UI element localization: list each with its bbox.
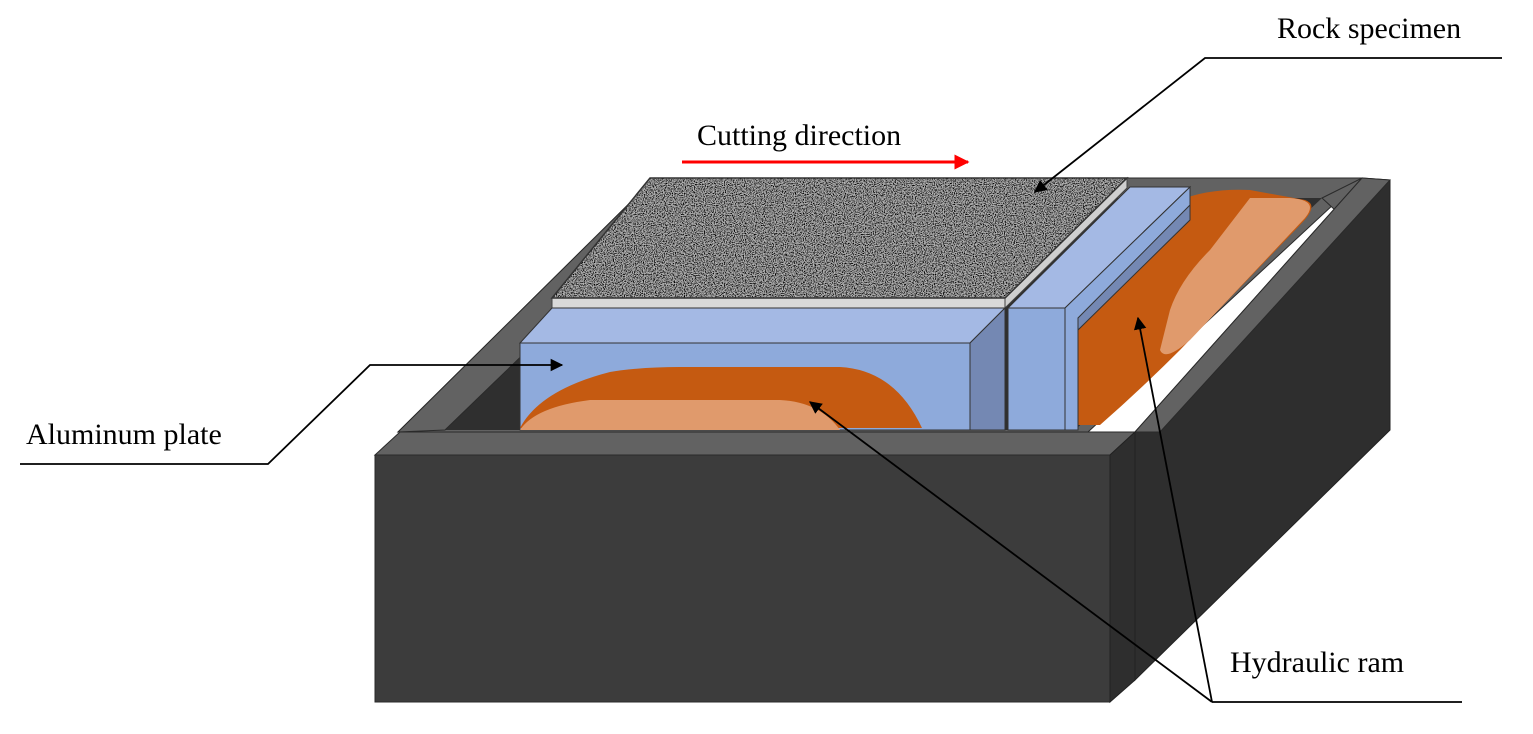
rock-specimen-label: Rock specimen — [1277, 12, 1461, 45]
right-plate-face — [1007, 307, 1066, 431]
hydraulic-ram-leader-right — [1133, 316, 1213, 703]
hydraulic-ram-callout: Hydraulic ram — [808, 316, 1462, 703]
aluminum-plate-leader — [20, 358, 564, 465]
hydraulic-ram-label: Hydraulic ram — [1230, 646, 1404, 679]
frame-right-top-edge — [1133, 177, 1392, 433]
rock-top-surface — [552, 178, 1127, 298]
front-ram-light — [520, 400, 840, 430]
right-aluminum-plate — [1006, 185, 1192, 431]
cutting-direction-label: Cutting direction — [697, 119, 901, 152]
aluminum-plate-callout: Aluminum plate — [20, 358, 564, 465]
aluminum-plate-label: Aluminum plate — [26, 418, 222, 451]
front-plate-side — [969, 306, 1006, 431]
rock-specimen-callout: Rock specimen — [1034, 12, 1502, 193]
front-plate-top — [518, 307, 1007, 344]
right-ram-light — [1160, 198, 1310, 355]
cutting-direction-indicator: Cutting direction — [682, 119, 970, 170]
frame-front-right-side — [1109, 430, 1136, 704]
rock-specimen — [550, 176, 1129, 310]
hydraulic-ram-leader-front — [808, 401, 1213, 703]
rock-front-edge — [551, 297, 1006, 309]
frame-front-top-edge — [373, 431, 1137, 456]
frame-front — [373, 430, 1137, 704]
rock-specimen-leader — [1034, 57, 1502, 193]
right-plate-side-front — [1064, 185, 1191, 431]
frame-front-face — [374, 454, 1111, 703]
